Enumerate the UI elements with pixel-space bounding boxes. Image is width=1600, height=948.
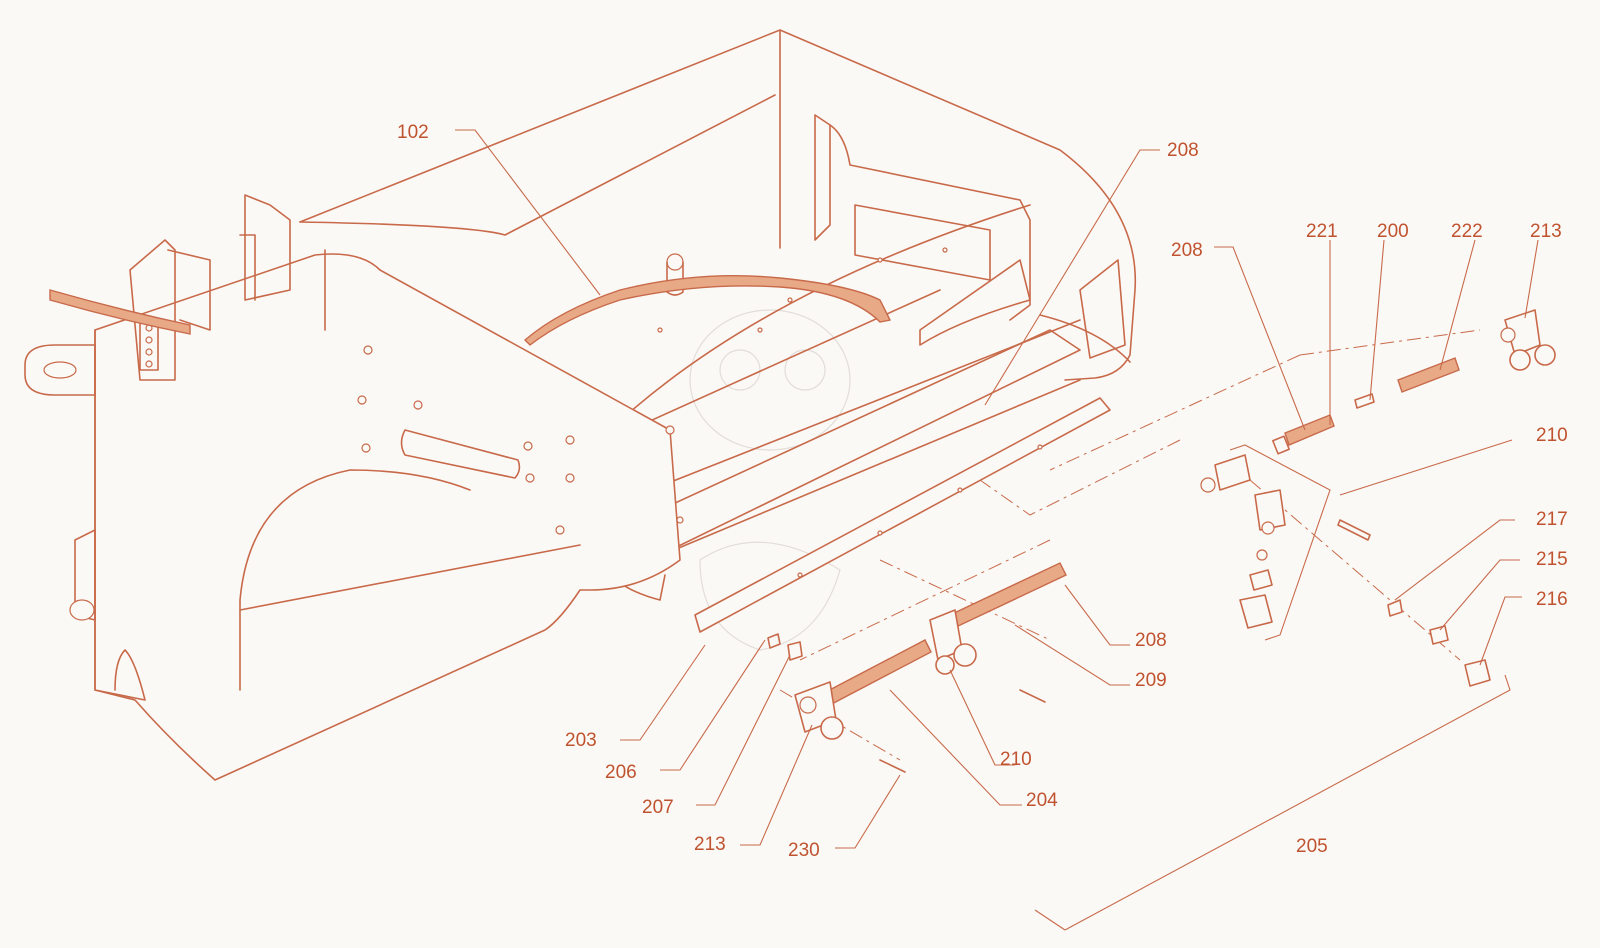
callout-208: 208 — [1135, 630, 1167, 651]
terminal-block — [139, 319, 159, 371]
callout-208: 208 — [1167, 140, 1199, 161]
callout-213: 213 — [1530, 221, 1562, 242]
callout-207: 207 — [642, 797, 674, 818]
callout-222: 222 — [1451, 221, 1483, 242]
assembly-centerlines — [779, 329, 1481, 761]
callout-206: 206 — [605, 762, 637, 783]
callout-221: 221 — [1306, 221, 1338, 242]
callout-200: 200 — [1377, 221, 1409, 242]
leader-lines — [455, 129, 1539, 931]
callout-208: 208 — [1171, 240, 1203, 261]
callout-215: 215 — [1536, 549, 1568, 570]
spray-bar-bracket — [694, 397, 1111, 633]
callout-203: 203 — [565, 730, 597, 751]
hose — [49, 275, 892, 346]
callout-210: 210 — [1000, 749, 1032, 770]
side-panel-holes — [357, 345, 684, 535]
callout-213: 213 — [694, 834, 726, 855]
callout-216: 216 — [1536, 589, 1568, 610]
callout-204: 204 — [1026, 790, 1058, 811]
callout-210: 210 — [1536, 425, 1568, 446]
callout-102: 102 — [397, 122, 429, 143]
hopper-body — [24, 29, 1137, 781]
lower-spray-bar-assembly — [767, 562, 1067, 773]
watermark — [689, 309, 851, 651]
callout-labels: 102 208 208 221 200 222 213 210 217 215 … — [397, 122, 1568, 861]
callout-205: 205 — [1296, 836, 1328, 857]
callout-230: 230 — [788, 840, 820, 861]
callout-209: 209 — [1135, 670, 1167, 691]
upper-fitting-assembly — [1200, 309, 1556, 687]
callout-217: 217 — [1536, 509, 1568, 530]
